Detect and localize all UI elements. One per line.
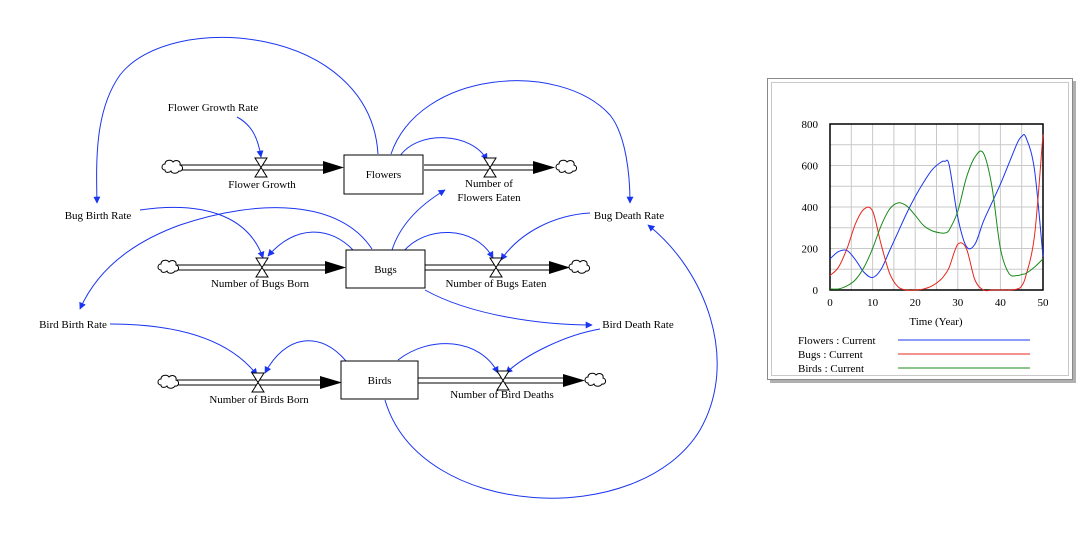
stock-flow-diagram: Flowers Bugs Birds Flower Growth Number … [39, 36, 718, 499]
graph-panel[interactable]: 0 10 20 30 40 50 0 200 400 600 800 Time (Year) Flo… [767, 78, 1073, 380]
link-birds-to-birds-born [264, 340, 347, 374]
link-bug-death-rate-to-bugs-eaten [500, 212, 591, 261]
x-tick-label: 30 [952, 297, 964, 309]
cloud-icon [568, 259, 590, 274]
aux-bird-death-rate[interactable]: Bird Death Rate [602, 319, 674, 331]
graph-grid [829, 123, 1044, 291]
link-flower-growth-rate-to-flower-growth [236, 116, 264, 158]
link-birds-to-bird-deaths [397, 343, 499, 374]
aux-flower-growth-rate[interactable]: Flower Growth Rate [168, 102, 259, 114]
cloud-icon [555, 159, 577, 174]
series-line-flowers [829, 133, 1044, 279]
cloud-icon [161, 159, 183, 174]
link-bugs-to-bird-death-rate [424, 289, 593, 329]
valves [251, 157, 510, 393]
link-flowers-to-flowers-eaten [399, 137, 488, 161]
x-tick-label: 10 [867, 297, 879, 309]
simulation-graph: 0 10 20 30 40 50 0 200 400 600 800 Time (Year) Flo… [798, 119, 1050, 375]
link-birds-to-bug-death-rate [384, 224, 718, 499]
x-tick-label: 20 [910, 297, 922, 309]
flow-label-bird-deaths[interactable]: Number of Bird Deaths [450, 389, 554, 401]
cloud-icon [157, 259, 179, 274]
link-bugs-to-bird-birth-rate [79, 207, 373, 310]
series-line-bugs [829, 134, 1044, 292]
stock-bugs[interactable]: Bugs [345, 249, 426, 289]
x-axis-label: Time (Year) [909, 316, 963, 328]
link-bugs-to-bugs-eaten [402, 232, 494, 259]
plot-frame [829, 123, 1044, 291]
stock-flowers[interactable]: Flowers [343, 154, 424, 195]
stock-birds[interactable]: Birds [340, 360, 419, 400]
aux-bug-death-rate[interactable]: Bug Death Rate [594, 210, 664, 222]
flow-label-birds-born[interactable]: Number of Birds Born [209, 394, 309, 406]
aux-bird-birth-rate[interactable]: Bird Birth Rate [39, 319, 107, 331]
graph-series [829, 133, 1044, 292]
valve-bird-deaths[interactable] [496, 370, 510, 391]
graph-panel-frame [771, 82, 1069, 376]
link-flowers-to-bug-birth-rate [93, 36, 379, 204]
svg-text:Bugs: Bugs [374, 264, 397, 276]
legend-label-birds: Birds : Current [798, 363, 864, 375]
flow-label-flowers-eaten-line1[interactable]: Number of [465, 178, 513, 190]
link-bugs-to-bugs-born [267, 231, 355, 257]
valve-bugs-eaten[interactable] [489, 257, 503, 278]
link-flowers-to-bug-death-rate [390, 80, 634, 204]
flow-label-flowers-eaten-line2[interactable]: Flowers Eaten [457, 192, 521, 204]
svg-text:Birds: Birds [368, 375, 392, 387]
valve-bugs-born[interactable] [255, 257, 269, 278]
flow-label-bugs-eaten[interactable]: Number of Bugs Eaten [445, 278, 547, 290]
valve-flower-growth[interactable] [254, 157, 268, 178]
flow-pipes [177, 161, 585, 389]
y-tick-label: 200 [802, 244, 819, 256]
link-bird-death-rate-to-bird-deaths [505, 328, 601, 374]
influence-links [79, 36, 718, 499]
flow-label-bugs-born[interactable]: Number of Bugs Born [211, 278, 310, 290]
svg-text:Flowers: Flowers [366, 169, 401, 181]
cloud-icon [157, 374, 179, 389]
y-tick-label: 800 [802, 119, 819, 131]
graph-axes: 0 10 20 30 40 50 0 200 400 600 800 [802, 119, 1050, 309]
clouds [157, 159, 606, 389]
flow-label-flower-growth[interactable]: Flower Growth [228, 179, 296, 191]
aux-bug-birth-rate[interactable]: Bug Birth Rate [65, 210, 132, 222]
legend-label-bugs: Bugs : Current [798, 349, 863, 361]
x-tick-label: 50 [1038, 297, 1050, 309]
x-tick-label: 0 [827, 297, 833, 309]
link-bugs-to-flowers-eaten [391, 189, 446, 251]
link-bird-birth-rate-to-birds-born [109, 323, 258, 376]
y-tick-label: 400 [802, 202, 819, 214]
y-tick-label: 0 [813, 285, 819, 297]
x-tick-label: 40 [995, 297, 1007, 309]
valve-birds-born[interactable] [251, 372, 265, 393]
valve-flowers-eaten[interactable] [483, 157, 497, 178]
legend-label-flowers: Flowers : Current [798, 335, 876, 347]
link-bug-birth-rate-to-bugs-born [139, 206, 265, 259]
y-tick-label: 600 [802, 161, 819, 173]
cloud-icon [584, 372, 606, 387]
series-line-birds [829, 150, 1044, 290]
